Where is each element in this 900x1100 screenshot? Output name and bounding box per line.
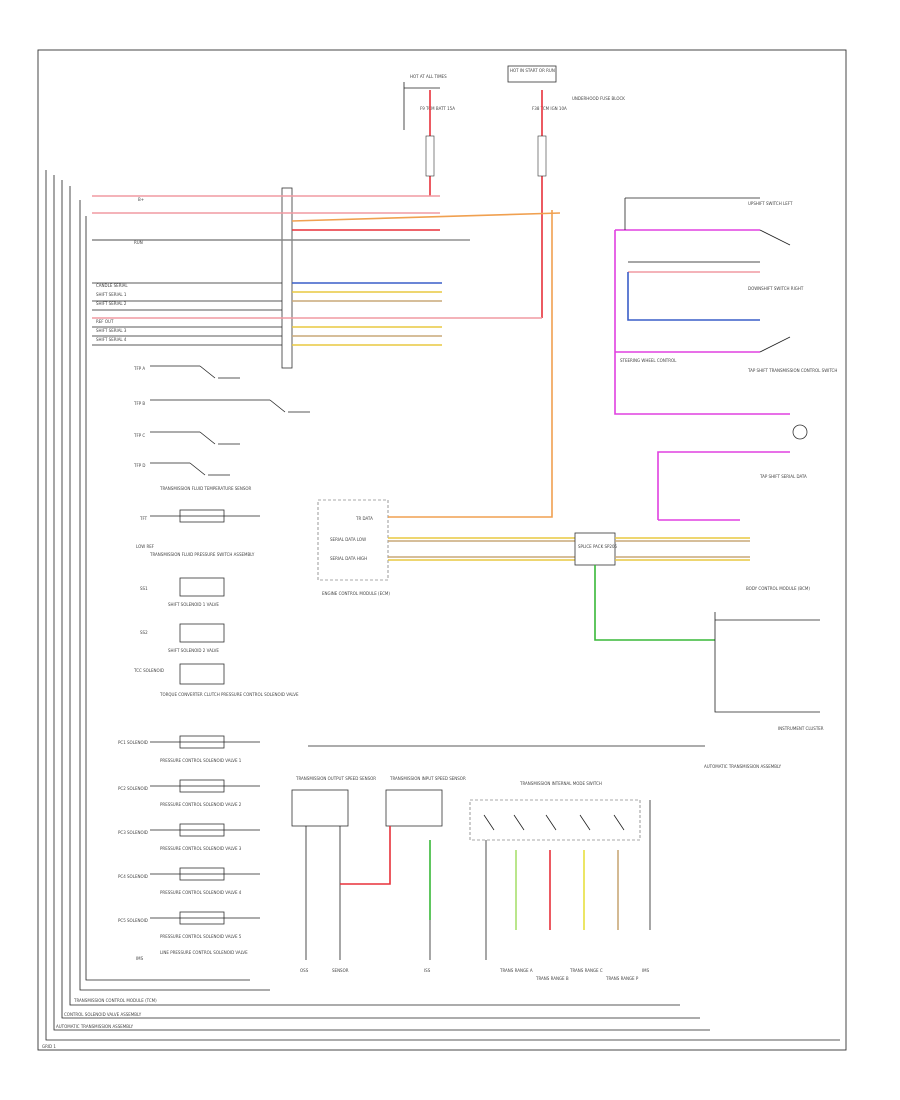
ss1-body [179, 577, 225, 597]
fuse-label: HOT AT ALL TIMES [410, 74, 447, 79]
splice-label: SPLICE PACK SP205 [578, 544, 618, 549]
fuse-a: F9 TCM BATT 15A [420, 106, 455, 111]
tcc-body [179, 663, 225, 685]
component-signal: PC1 SOLENOID [118, 740, 148, 745]
harness-line-5 [79, 200, 270, 991]
ecm-pin: SERIAL DATA LOW [330, 537, 366, 542]
right-component: BODY CONTROL MODULE (BCM) [746, 586, 810, 591]
harness-label-csva: CONTROL SOLENOID VALVE ASSEMBLY [64, 1012, 142, 1017]
output-speed-sensor [291, 789, 349, 827]
component-signal: PC3 SOLENOID [118, 830, 148, 835]
harness-label-ata: AUTOMATIC TRANSMISSION ASSEMBLY [56, 1024, 134, 1029]
component-name: TORQUE CONVERTER CLUTCH PRESSURE CONTROL… [159, 692, 299, 697]
component-name: PRESSURE CONTROL SOLENOID VALVE 4 [160, 890, 242, 895]
signal-label: TFP D [133, 463, 146, 468]
mode-switch-contacts [483, 814, 625, 831]
signal-label: CANDLE SERIAL [96, 283, 128, 288]
component-signal: TCC SOLENOID [133, 668, 164, 673]
component-name: SHIFT SOLENOID 1 VALVE [168, 602, 219, 607]
harness-line-3 [61, 180, 700, 1019]
bottom-tag: TRANS RANGE C [569, 968, 603, 973]
bottom-tag: SENSOR [332, 968, 349, 973]
mode-switch-box [469, 799, 641, 841]
bottom-tag: ISS [424, 968, 431, 973]
right-component: STEERING WHEEL CONTROL [620, 358, 677, 363]
left-component-list: TRANSMISSION FLUID TEMPERATURE SENSOR TF… [118, 486, 299, 961]
right-component: INSTRUMENT CLUSTER [778, 726, 824, 731]
ecm-pin: TR DATA [355, 516, 373, 521]
bottom-tag: OSS [300, 968, 309, 973]
ignition-label: HOT IN START OR RUN [510, 68, 555, 73]
component-name: PRESSURE CONTROL SOLENOID VALVE 5 [160, 934, 242, 939]
ecm-box [317, 499, 389, 581]
bottom-tag: IMS [642, 968, 650, 973]
underhood-label: UNDERHOOD FUSE BLOCK [572, 96, 625, 101]
signal-label: TFP B [133, 401, 145, 406]
bottom-tag: TRANS RANGE P [605, 976, 639, 981]
sensor1-label: TRANSMISSION OUTPUT SPEED SENSOR [295, 776, 376, 781]
harness-line-6 [85, 216, 250, 981]
harness-line-4 [69, 186, 680, 1006]
ecm-label: ENGINE CONTROL MODULE (ECM) [322, 591, 390, 596]
component-signal: SS2 [140, 630, 148, 635]
signal-label: SHIFT SERIAL 4 [96, 337, 127, 342]
harness-label-tcm: TRANSMISSION CONTROL MODULE (TCM) [73, 998, 157, 1003]
magenta-wire-1 [614, 230, 790, 415]
component-signal: PC4 SOLENOID [118, 874, 148, 879]
bottom-tag: TRANS RANGE B [535, 976, 569, 981]
signal-label: SHIFT SERIAL 3 [96, 328, 127, 333]
steering-wheel-connector [792, 424, 808, 440]
tfp-switches [150, 365, 310, 476]
ecm-pin: SERIAL DATA HIGH [330, 556, 367, 561]
component-name: TRANSMISSION FLUID PRESSURE SWITCH ASSEM… [149, 552, 255, 557]
auto-trans-label: AUTOMATIC TRANSMISSION ASSEMBLY [704, 764, 782, 769]
component-signal: IMS [136, 956, 144, 961]
bcm-data-wire [594, 565, 715, 641]
signal-label: SHIFT SERIAL 2 [96, 301, 127, 306]
right-component: DOWNSHIFT SWITCH RIGHT [748, 286, 804, 291]
component-name: PRESSURE CONTROL SOLENOID VALVE 1 [160, 758, 242, 763]
fuse-b-body [537, 135, 547, 177]
signal-label: RUN [134, 240, 143, 245]
right-component: TAP SHIFT SERIAL DATA [759, 474, 807, 479]
harness-line-1 [45, 170, 840, 1041]
component-signal: LOW REF [136, 544, 155, 549]
right-component: UPSHIFT SWITCH LEFT [748, 201, 793, 206]
component-name: SHIFT SOLENOID 2 VALVE [168, 648, 219, 653]
harness-line-2 [53, 175, 710, 1031]
tr-data-wire [388, 210, 553, 518]
underhood-fuse-block [507, 65, 557, 83]
component-name: PRESSURE CONTROL SOLENOID VALVE 2 [160, 802, 242, 807]
outer-frame [37, 49, 847, 1051]
ss2-body [179, 623, 225, 643]
page-label: GRID 1 [42, 1044, 56, 1049]
component-signal: TFT [139, 516, 148, 521]
signal-label: REF OUT [96, 319, 114, 324]
component-signal: SS1 [140, 586, 148, 591]
sensor2-label: TRANSMISSION INPUT SPEED SENSOR [389, 776, 466, 781]
component-signal: PC5 SOLENOID [118, 918, 148, 923]
switch-group-label: TRANSMISSION INTERNAL MODE SWITCH [519, 781, 602, 786]
tcm-connector [281, 187, 293, 369]
component-name: PRESSURE CONTROL SOLENOID VALVE 3 [160, 846, 242, 851]
component-name: LINE PRESSURE CONTROL SOLENOID VALVE [160, 950, 248, 955]
input-speed-sensor [385, 789, 443, 827]
splice-pack [574, 532, 616, 566]
signal-label: SHIFT SERIAL 1 [96, 292, 127, 297]
bottom-tag: TRANS RANGE A [499, 968, 533, 973]
signal-label: B+ [138, 197, 144, 202]
signal-label: TFP A [133, 366, 145, 371]
component-name: TRANSMISSION FLUID TEMPERATURE SENSOR [159, 486, 252, 491]
component-signal: PC2 SOLENOID [118, 786, 148, 791]
right-component: TAP SHIFT TRANSMISSION CONTROL SWITCH [747, 368, 837, 373]
signal-label: TFP C [133, 433, 145, 438]
fuse-a-body [425, 135, 435, 177]
fuse-b: F38 TCM IGN 10A [532, 106, 567, 111]
